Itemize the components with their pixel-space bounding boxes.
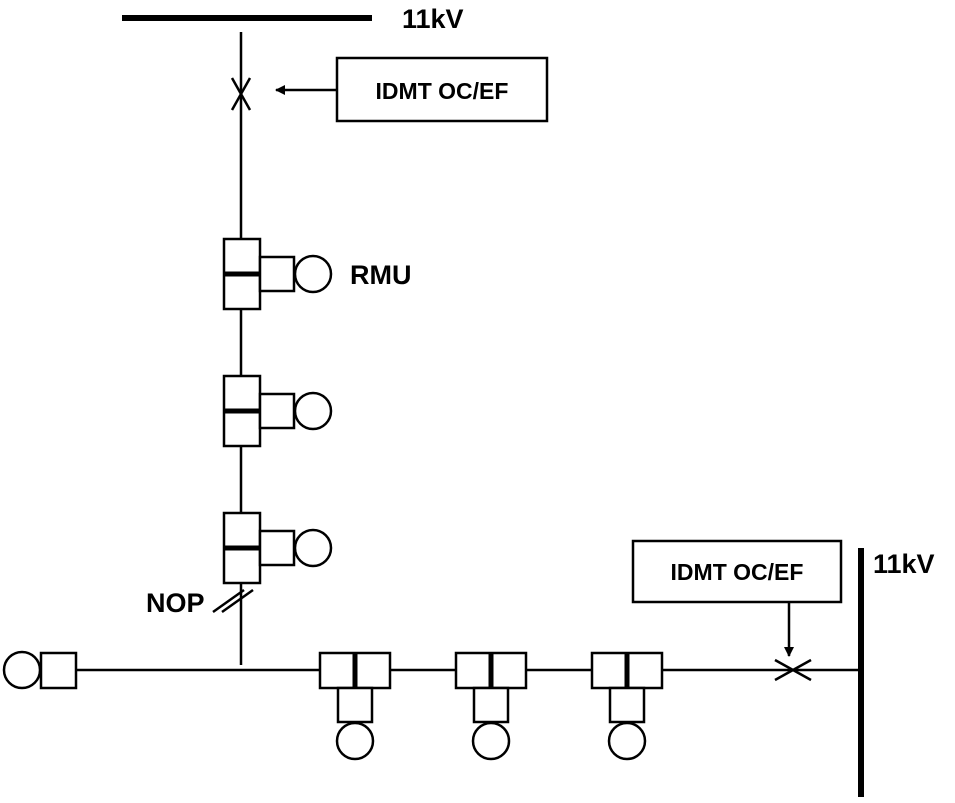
rmu-horizontal-2: [454, 651, 528, 761]
rmu-vertical-1: [222, 237, 333, 311]
relay-right-label: IDMT OC/EF: [671, 559, 804, 585]
relay-top-label: IDMT OC/EF: [376, 78, 509, 104]
rmu-label: RMU: [350, 260, 412, 290]
nop-symbol: [212, 588, 254, 614]
relay-box-right: IDMT OC/EF: [631, 539, 843, 604]
busbar-right-label: 11kV: [873, 549, 935, 579]
busbar-top-label: 11kV: [402, 4, 464, 34]
left-end-unit: [2, 650, 78, 690]
relay-box-top: IDMT OC/EF: [335, 56, 549, 123]
rmu-vertical-2: [222, 374, 333, 448]
nop-label: NOP: [146, 588, 205, 618]
rmu-vertical-3: [222, 511, 333, 585]
breaker-right: [774, 658, 812, 682]
breaker-top: [230, 77, 252, 111]
rmu-horizontal-3: [590, 651, 664, 761]
rmu-horizontal-1: [318, 651, 392, 761]
